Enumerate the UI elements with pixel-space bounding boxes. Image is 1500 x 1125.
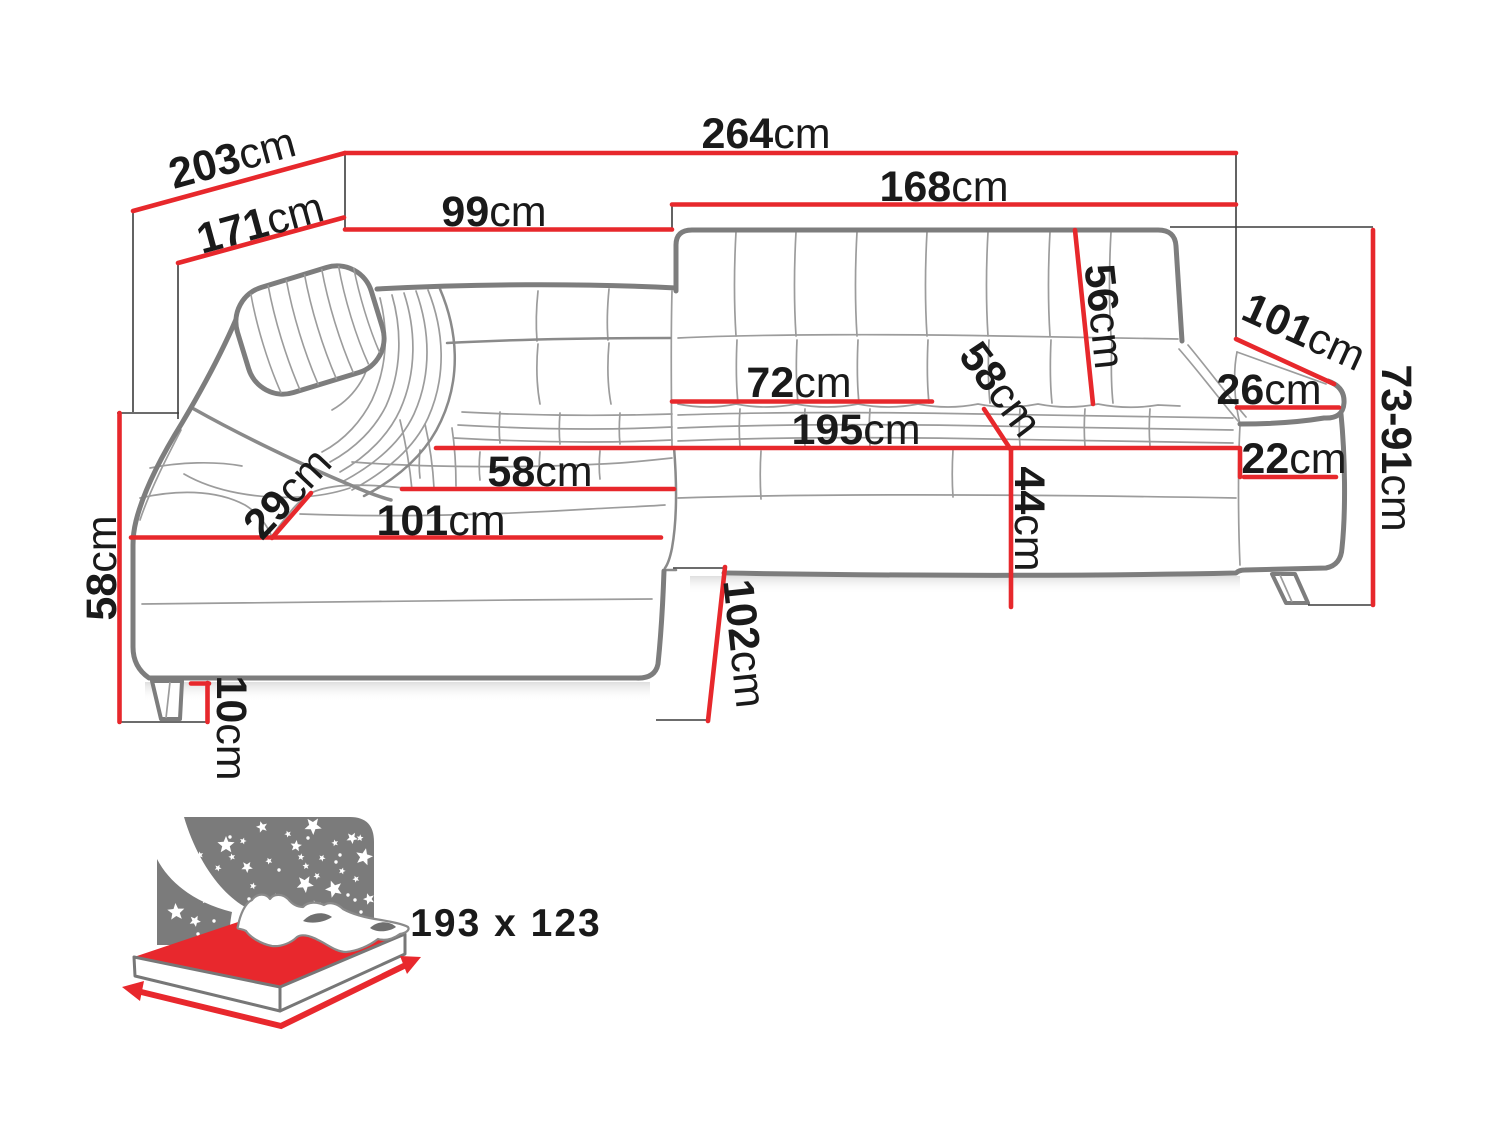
svg-text:58cm: 58cm (487, 448, 592, 496)
svg-text:56cm: 56cm (1075, 262, 1134, 372)
svg-text:44cm: 44cm (1005, 466, 1053, 571)
svg-text:26cm: 26cm (1216, 366, 1321, 414)
svg-text:264cm: 264cm (701, 110, 830, 158)
svg-text:72cm: 72cm (746, 359, 851, 407)
svg-text:195cm: 195cm (791, 406, 920, 454)
svg-text:58cm: 58cm (78, 515, 126, 620)
svg-text:22cm: 22cm (1241, 435, 1346, 483)
svg-text:73-91cm: 73-91cm (1372, 364, 1420, 531)
svg-text:10cm: 10cm (207, 675, 255, 780)
svg-text:99cm: 99cm (441, 188, 546, 236)
svg-text:101cm: 101cm (376, 497, 505, 545)
svg-text:193 x 123: 193 x 123 (410, 902, 602, 945)
svg-text:102cm: 102cm (713, 577, 774, 710)
svg-text:168cm: 168cm (879, 163, 1008, 211)
